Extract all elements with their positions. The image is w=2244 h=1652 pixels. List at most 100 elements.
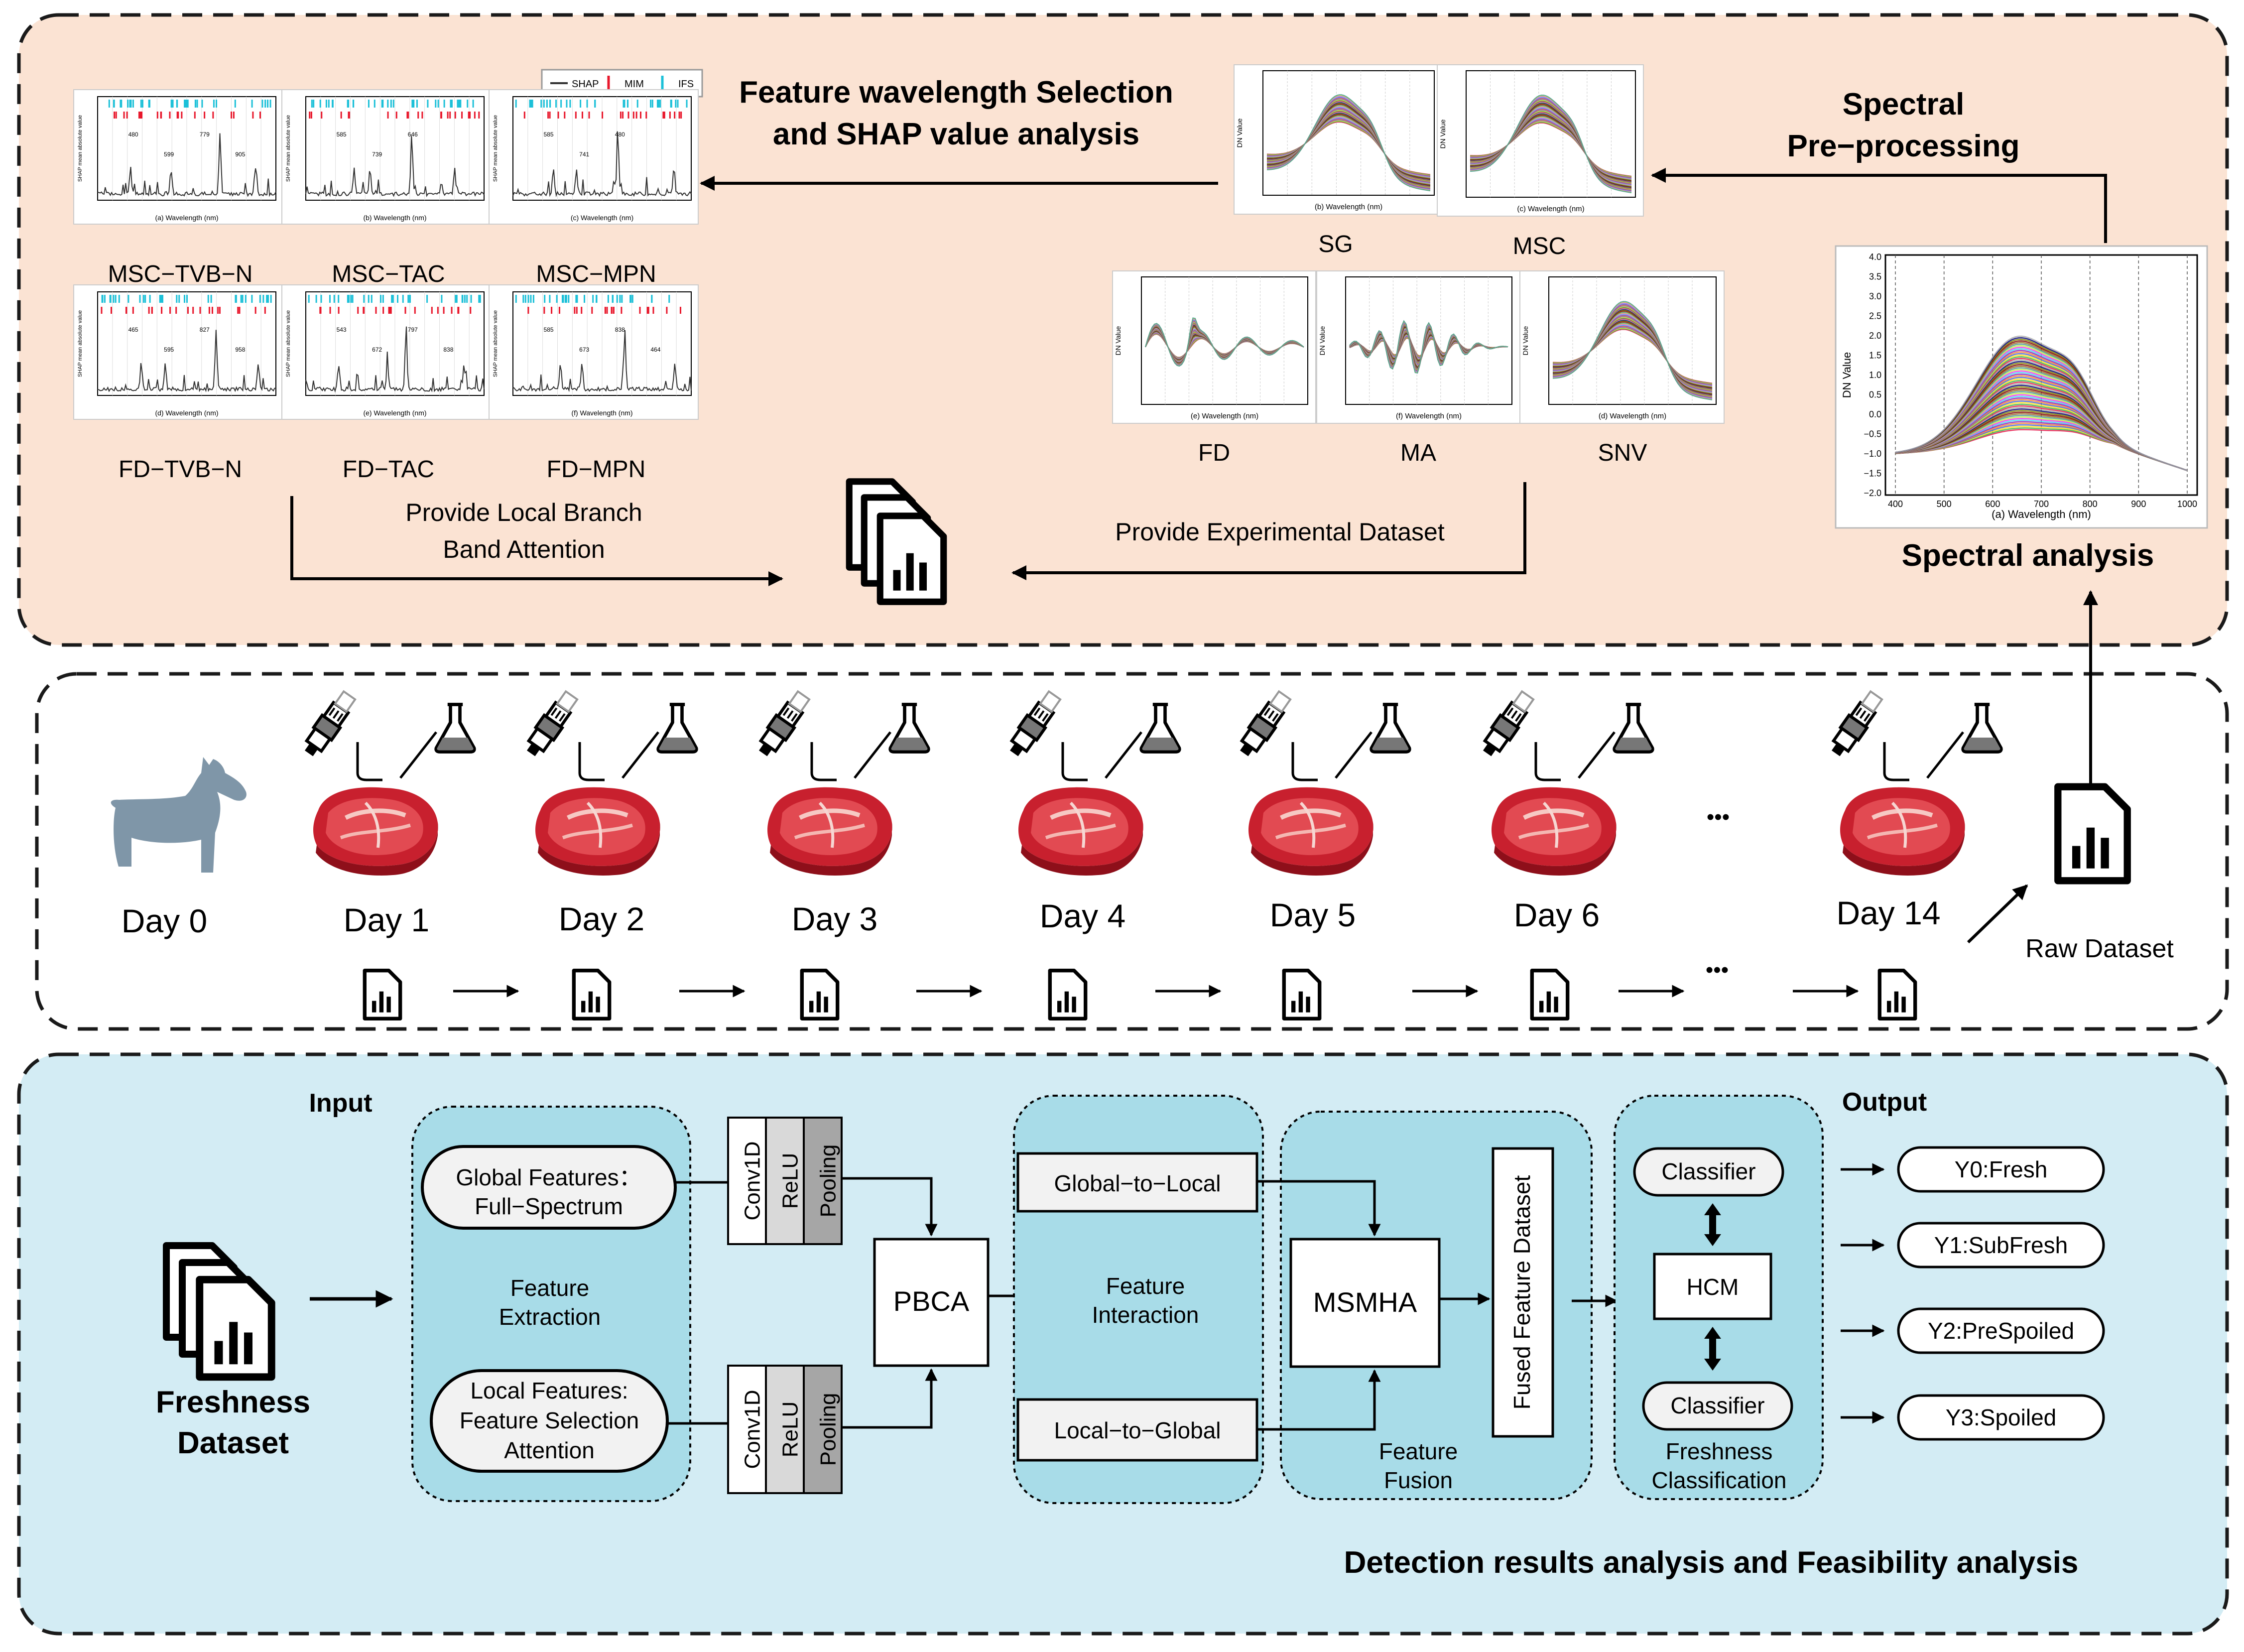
preproc-plot-sg: (b) Wavelength (nm)DN Value: [1234, 64, 1443, 215]
shap-label-msc-tvbn: MSC−TVB−N: [108, 261, 253, 287]
arrow-raw-to-preprocessing: [1651, 168, 2107, 243]
shap-peak-label: 905: [235, 151, 245, 158]
shap-peak-label: 672: [372, 346, 382, 353]
local-to-global-label: Local−to−Global: [1054, 1417, 1221, 1443]
meat-sample-day-3: [754, 689, 928, 876]
legend-ifs: IFS: [678, 79, 694, 90]
arrow-conv-local-to-pbca: [842, 1368, 938, 1429]
classifier-box-top: [1633, 1147, 1784, 1197]
arrow-l2g-to-msmha: [1257, 1369, 1381, 1431]
output-label-0: Y0:Fresh: [1955, 1156, 2048, 1182]
shap-plot-xcaption: (d) Wavelength (nm): [155, 409, 218, 417]
global-features-box: [421, 1145, 677, 1230]
classifier-label-bottom: Classifier: [1670, 1393, 1764, 1418]
output-box-3: [1897, 1394, 2105, 1441]
pooling-label-global: Pooling: [816, 1144, 841, 1218]
raw-ytick: 4.0: [1869, 252, 1881, 262]
feature-extraction-label-1: Feature: [510, 1275, 590, 1301]
msmha-box: [1289, 1238, 1441, 1368]
day-label-6: Day 6: [1514, 896, 1600, 933]
sample-data-icon: [574, 971, 609, 1019]
feature-selection-title-2: and SHAP value analysis: [773, 117, 1139, 151]
output-box-2: [1897, 1307, 2105, 1354]
pbca-label: PBCA: [893, 1285, 970, 1317]
meat-sample-day-4: [1005, 689, 1179, 876]
raw-ytick: 0.5: [1869, 390, 1881, 400]
shap-plot-ylabel: SHAP mean absolute value: [285, 310, 291, 377]
msmha-label: MSMHA: [1313, 1286, 1417, 1318]
raw-xtick: 900: [2131, 499, 2146, 509]
global-features-text-1: Global Features：: [456, 1164, 641, 1190]
shap-peak-label: 465: [128, 326, 138, 333]
shap-plot-xcaption: (b) Wavelength (nm): [363, 214, 426, 222]
shap-peak-label: 827: [200, 326, 210, 333]
output-box-1: [1897, 1222, 2105, 1269]
output-label-1: Y1:SubFresh: [1934, 1232, 2068, 1258]
global-features-text-2: Full−Spectrum: [475, 1193, 623, 1219]
preproc-plot-ylabel: DN Value: [1439, 119, 1447, 148]
spectral-analysis-label: Spectral analysis: [1902, 538, 2154, 573]
meat-icon: [1248, 787, 1373, 876]
meat-sample-day-2: [522, 689, 696, 876]
local-features-text-2: Feature Selection: [460, 1407, 639, 1433]
shap-peak-label: 595: [164, 346, 174, 353]
output-label-3: Y3:Spoiled: [1946, 1404, 2057, 1430]
shap-plot-ylabel: SHAP mean absolute value: [77, 310, 83, 377]
pbca-box: [873, 1238, 990, 1367]
shap-label-msc-mpn: MSC−MPN: [536, 261, 656, 287]
raw-ytick: 3.0: [1869, 291, 1881, 301]
feature-interaction-label-1: Feature: [1106, 1273, 1185, 1299]
preproc-label-sg: SG: [1318, 231, 1353, 257]
arrow-conv-global-to-pbca: [842, 1177, 938, 1237]
sample-data-icon: [1879, 971, 1915, 1019]
sample-data-icon: [1284, 971, 1319, 1019]
fused-feature-dataset-box: [1492, 1147, 1554, 1438]
day-label-5: Day 5: [1270, 896, 1356, 933]
freshness-dataset-label-2: Dataset: [177, 1426, 289, 1460]
preproc-plot-xcaption: (d) Wavelength (nm): [1599, 412, 1666, 420]
day-label-0: Day 0: [122, 902, 207, 939]
meat-icon: [1840, 787, 1965, 876]
raw-plot-ylabel: DN Value: [1841, 352, 1853, 398]
shap-plot-xcaption: (a) Wavelength (nm): [155, 214, 218, 222]
shap-label-fd-mpn: FD−MPN: [547, 456, 646, 483]
shap-peak-label: 585: [337, 131, 347, 138]
shap-peak-label: 543: [337, 326, 347, 333]
preproc-plot-ma: (f) Wavelength (nm)DN Value: [1316, 270, 1520, 424]
conv1d-label-local: Conv1D: [741, 1390, 765, 1469]
shap-plot-xcaption: (c) Wavelength (nm): [571, 214, 633, 222]
input-label: Input: [309, 1089, 372, 1118]
relu-label-global: ReLU: [778, 1153, 803, 1209]
conv1d-label-global: Conv1D: [741, 1142, 765, 1221]
conv-stack-local: Conv1D ReLU Pooling: [727, 1365, 843, 1494]
meat-icon: [535, 787, 660, 876]
freshness-classification-label-2: Classification: [1652, 1467, 1787, 1493]
shap-label-msc-tac: MSC−TAC: [332, 261, 445, 287]
raw-plot-xcaption: (a) Wavelength (nm): [1992, 508, 2091, 520]
sample-data-icon: [802, 971, 837, 1019]
meat-sample-day-1: [300, 689, 474, 876]
feature-extraction-label-2: Extraction: [499, 1304, 601, 1330]
preproc-label-msc: MSC: [1513, 233, 1566, 259]
raw-ytick: 1.5: [1869, 351, 1881, 361]
raw-xtick: 800: [2083, 499, 2098, 509]
shap-peak-label: 958: [235, 346, 245, 353]
shap-plot-xcaption: (f) Wavelength (nm): [571, 409, 632, 417]
fused-feature-dataset-label: Fused Feature Dataset: [1509, 1175, 1535, 1410]
meat-icon: [1018, 787, 1143, 876]
feature-fusion-label-2: Fusion: [1384, 1467, 1453, 1493]
shap-peak-label: 739: [372, 151, 382, 158]
shap-peak-label: 797: [408, 326, 418, 333]
global-to-local-box: [1016, 1152, 1258, 1213]
meat-icon: [313, 787, 438, 876]
shap-peak-label: 464: [650, 346, 660, 353]
shap-peak-label: 480: [615, 131, 625, 138]
detection-analysis-label: Detection results analysis and Feasibili…: [1344, 1545, 2079, 1580]
preproc-plot-msc: (c) Wavelength (nm)DN Value: [1437, 64, 1644, 217]
raw-xtick: 400: [1888, 499, 1903, 509]
